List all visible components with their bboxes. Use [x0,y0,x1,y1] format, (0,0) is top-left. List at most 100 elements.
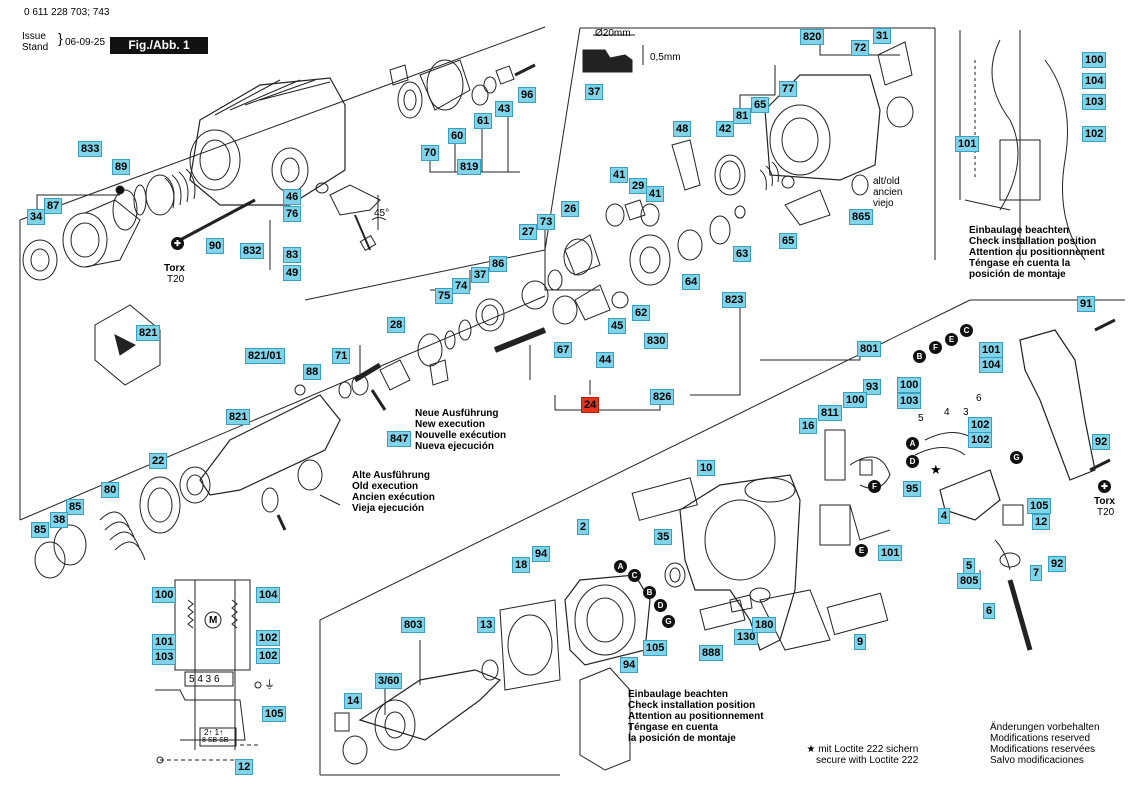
part-label: 13 [477,617,496,633]
part-label: 104 [979,357,1004,373]
install-note-bottom: Einbaulage beachten Check installation p… [628,689,764,744]
part-label: 865 [849,209,874,225]
part-label: 18 [512,557,531,573]
part-label: 102 [968,432,993,448]
part-label: 103 [152,649,177,665]
part-label: 27 [519,224,538,240]
part-label: 62 [632,305,651,321]
marker-f: F [929,341,942,354]
old-execution-note: Alte Ausführung Old execution Ancien exé… [352,470,435,514]
part-label: 92 [1048,556,1067,572]
part-label: 87 [44,198,63,214]
new-execution-note: Neue Ausführung New execution Nouvelle e… [415,408,507,452]
part-label: 94 [620,657,639,673]
part-label: 29 [629,178,648,194]
marker-a: A [614,560,627,573]
part-label-highlighted: 24 [581,397,600,413]
part-label: 12 [235,759,254,775]
part-label: 832 [240,243,265,259]
angle-label: 45° [374,208,390,219]
part-label: 105 [262,706,287,722]
part-label: 105 [643,640,668,656]
part-label: 100 [843,392,868,408]
part-label: 76 [283,206,302,222]
part-label: 85 [31,522,50,538]
stand-label: Stand [22,42,49,53]
part-label: 100 [152,587,177,603]
loctite-star-icon: ★ [930,462,942,477]
torx-right-label: Torx [1094,496,1115,507]
schematic-switch-text: 2↑ 1↑ [204,728,224,737]
marker-b: B [913,350,926,363]
part-label: 41 [646,186,665,202]
part-label: 28 [387,317,406,333]
part-label: 49 [283,265,302,281]
part-label: 89 [112,159,131,175]
part-label: 5 [963,558,976,574]
part-label: 35 [654,529,673,545]
part-label: 821 [226,409,251,425]
thickness-dimension: 0,5mm [650,52,681,63]
part-label: 180 [752,617,777,633]
part-label: 48 [673,121,692,137]
issue-date: 06-09-25 [65,37,106,48]
part-label: 101 [955,136,980,152]
part-label: 103 [1082,94,1107,110]
loctite-note: ★ mit Loctite 222 sichern secure with Lo… [806,744,919,766]
torx-left-size: T20 [167,274,185,285]
part-label: 86 [489,256,508,272]
part-label: 44 [596,352,615,368]
part-label: 72 [851,40,870,56]
part-label: 95 [903,481,922,497]
part-label: 830 [644,333,669,349]
part-label: 102 [256,630,281,646]
part-label: 16 [799,418,818,434]
part-label: 3/60 [375,673,403,689]
part-label: 94 [532,546,551,562]
part-label: 73 [537,214,556,230]
part-label: 102 [256,648,281,664]
marker-g: G [662,615,675,628]
torx-left-label: Torx [164,263,185,274]
ground-icon: ⏚ [264,679,275,691]
brace-glyph: } [58,30,63,46]
part-label: 45 [608,318,627,334]
part-label: 104 [1082,73,1107,89]
part-label: 803 [401,617,426,633]
part-label: 38 [50,512,69,528]
marker-a: A [906,437,919,450]
part-label: 65 [779,233,798,249]
part-label: 101 [152,634,177,650]
part-label: 101 [878,545,903,561]
part-label: 26 [561,201,580,217]
part-label: 821 [136,325,161,341]
doc-number: 0 611 228 703; 743 [24,7,110,18]
part-label: 826 [650,389,675,405]
part-label: 42 [716,121,735,137]
part-label: 820 [800,29,825,45]
part-label: 63 [733,246,752,262]
marker-f: F [868,480,881,493]
part-label: 96 [518,87,537,103]
part-label: 4 [938,508,951,524]
part-label: 91 [1077,296,1096,312]
wire-label: 6 [976,393,982,404]
marker-c: C [960,324,973,337]
part-label: 103 [897,393,922,409]
part-label: 801 [857,341,882,357]
part-label: 130 [734,629,759,645]
part-label: 83 [283,247,302,263]
part-label: 102 [968,417,993,433]
part-label: 77 [779,81,798,97]
part-label: 7 [1030,565,1043,581]
marker-d: D [654,599,667,612]
part-label: 2 [577,519,590,535]
wire-label: 3 [963,407,969,418]
part-label: 833 [78,141,103,157]
part-label: 85 [66,499,85,515]
part-label: 93 [863,379,882,395]
part-label: 90 [206,238,225,254]
modifications-note: Änderungen vorbehalten Modifications res… [990,722,1100,766]
